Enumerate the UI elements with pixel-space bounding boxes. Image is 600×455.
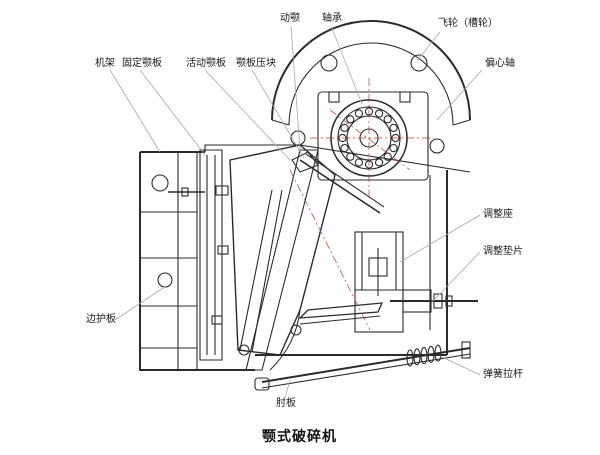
label-jaw-plate-clamp: 颚板压块 [236, 58, 276, 69]
spring-coil [420, 347, 428, 365]
leader-lines [109, 25, 483, 399]
label-movable-jaw: 动颚 [280, 13, 300, 24]
spring-coil [406, 349, 414, 367]
bearing-roller [340, 143, 349, 153]
toggle-plate [298, 302, 384, 325]
adjusting-seat [354, 231, 404, 333]
label-bearing: 轴承 [322, 13, 342, 24]
jaw-plate-clamp [291, 151, 385, 214]
bearing-roller [389, 143, 398, 153]
spring-coil [434, 344, 442, 362]
bearing-roller [354, 158, 364, 167]
flywheel [271, 20, 471, 154]
bearing-roller [383, 115, 392, 124]
label-toggle-plate: 肘板 [276, 398, 296, 409]
label-frame: 机架 [95, 58, 115, 69]
bearing-roller [354, 109, 364, 118]
bearing-roller [340, 123, 349, 133]
bearing-roller [374, 109, 384, 118]
diagram-title: 颚式破碎机 [262, 429, 337, 445]
label-side-guard-plate: 边护板 [86, 314, 116, 325]
bearing-assembly [317, 91, 429, 181]
spring-tension-rod [254, 341, 471, 391]
label-spring-tension-rod: 弹簧拉杆 [483, 369, 523, 380]
label-movable-jaw-plate: 活动颚板 [186, 58, 226, 69]
bearing-roller [389, 123, 398, 133]
label-adjusting-seat: 调整座 [483, 209, 513, 220]
label-flywheel: 飞轮（槽轮） [438, 18, 498, 29]
bearing-roller [346, 115, 355, 124]
adjusting-shim-bolt [390, 289, 478, 313]
fixed-jaw-plate [168, 149, 229, 361]
bearing-roller [374, 158, 384, 167]
label-adjusting-shim: 调整垫片 [483, 246, 523, 257]
frame [139, 144, 471, 371]
spring-coil [427, 345, 435, 363]
center-lines [289, 78, 430, 331]
spring-coil [413, 348, 421, 366]
label-eccentric-shaft: 偏心轴 [485, 58, 515, 69]
bearing-roller [346, 152, 355, 161]
label-fixed-jaw-plate: 固定颚板 [122, 58, 162, 69]
bearing-roller [383, 152, 392, 161]
